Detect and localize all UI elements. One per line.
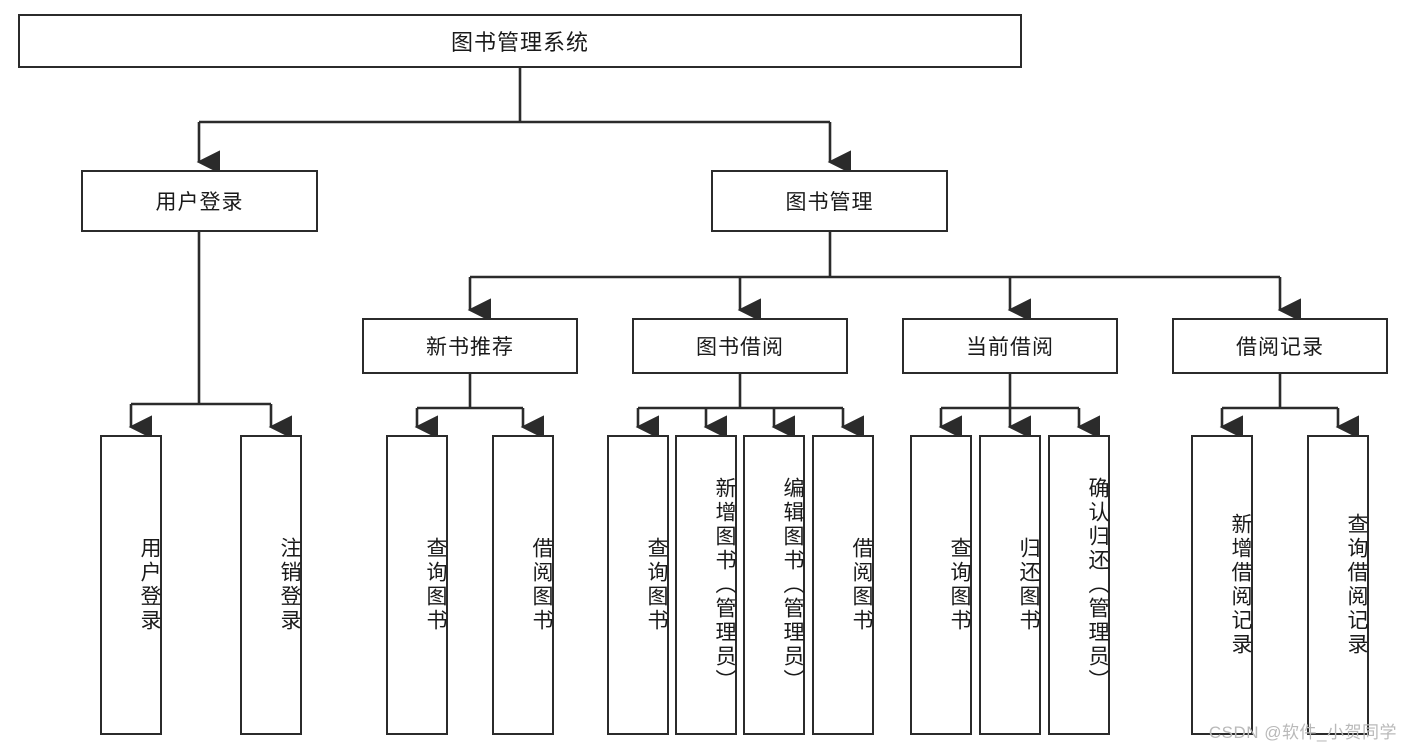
node-label: 查询借阅记录 — [1345, 513, 1368, 657]
node-leaf-query-book[interactable]: 查询图书 — [607, 435, 669, 735]
node-leaf-add-book-admin[interactable]: 新增图书（管理员） — [675, 435, 737, 735]
node-label: 新书推荐 — [426, 336, 514, 359]
node-label: 查询图书 — [645, 537, 668, 633]
node-label: 编辑图书（管理员） — [781, 477, 804, 693]
node-label: 用户登录 — [138, 537, 161, 633]
node-new-book-recommend[interactable]: 新书推荐 — [362, 318, 578, 374]
node-label: 图书管理 — [785, 191, 874, 214]
node-label: 确认归还（管理员） — [1086, 477, 1109, 693]
node-label: 注销登录 — [278, 537, 301, 633]
node-root-system[interactable]: 图书管理系统 — [18, 14, 1022, 68]
node-label: 查询图书 — [424, 537, 447, 633]
node-leaf-query-book-current[interactable]: 查询图书 — [910, 435, 972, 735]
node-current-borrow[interactable]: 当前借阅 — [902, 318, 1118, 374]
node-label: 图书借阅 — [696, 336, 784, 359]
node-label: 借阅图书 — [850, 537, 873, 633]
node-leaf-query-borrow-record[interactable]: 查询借阅记录 — [1307, 435, 1369, 735]
node-label: 借阅记录 — [1236, 336, 1324, 359]
node-label: 当前借阅 — [966, 336, 1054, 359]
node-leaf-add-borrow-record[interactable]: 新增借阅记录 — [1191, 435, 1253, 735]
node-label: 图书管理系统 — [450, 30, 589, 55]
node-label: 新增图书（管理员） — [713, 477, 736, 693]
node-label: 借阅图书 — [530, 537, 553, 633]
node-leaf-confirm-return-admin[interactable]: 确认归还（管理员） — [1048, 435, 1110, 735]
node-leaf-user-login[interactable]: 用户登录 — [100, 435, 162, 735]
node-leaf-logout[interactable]: 注销登录 — [240, 435, 302, 735]
node-label: 新增借阅记录 — [1229, 513, 1252, 657]
node-leaf-query-book-recommend[interactable]: 查询图书 — [386, 435, 448, 735]
node-label: 归还图书 — [1017, 537, 1040, 633]
node-book-management[interactable]: 图书管理 — [711, 170, 948, 232]
node-leaf-borrow-book[interactable]: 借阅图书 — [812, 435, 874, 735]
node-label: 用户登录 — [155, 191, 244, 214]
node-book-borrow[interactable]: 图书借阅 — [632, 318, 848, 374]
node-leaf-borrow-book-recommend[interactable]: 借阅图书 — [492, 435, 554, 735]
node-leaf-return-book[interactable]: 归还图书 — [979, 435, 1041, 735]
node-leaf-edit-book-admin[interactable]: 编辑图书（管理员） — [743, 435, 805, 735]
node-label: 查询图书 — [948, 537, 971, 633]
node-borrow-record[interactable]: 借阅记录 — [1172, 318, 1388, 374]
node-user-login[interactable]: 用户登录 — [81, 170, 318, 232]
watermark-text: CSDN @软件_小贺同学 — [1208, 723, 1397, 742]
